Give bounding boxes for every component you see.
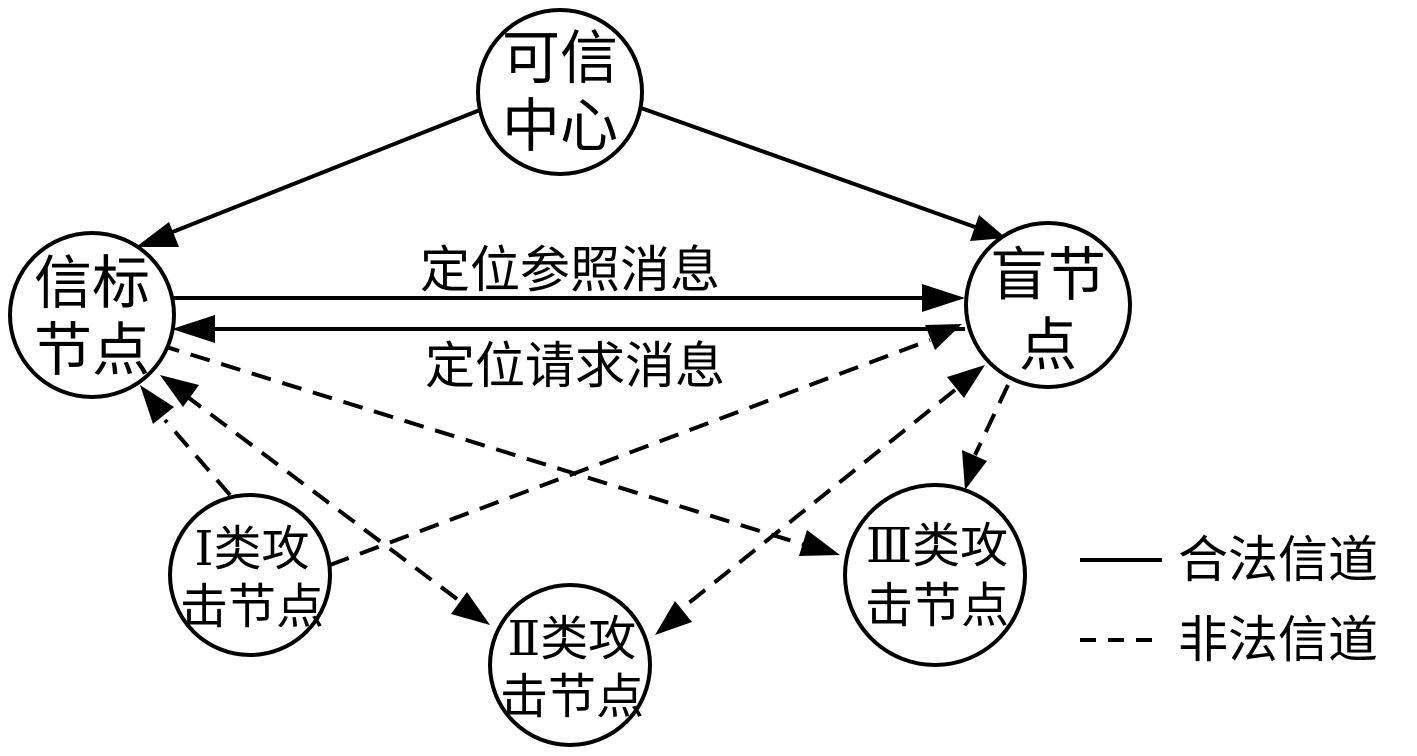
arrowhead-beacon-to-attacker3 (799, 530, 840, 556)
arrowhead-beacon-to-attacker2 (451, 592, 490, 625)
blind-label-line2: 点 (1019, 311, 1077, 379)
node-attacker-1: Ⅰ类攻 击节点 (168, 493, 332, 657)
beacon-label-line2: 节点 (34, 316, 150, 384)
attacker3-label-line2: 击节点 (865, 578, 1009, 634)
edge-blind-attacker2 (678, 388, 957, 612)
node-trust-center: 可信 中心 (476, 8, 644, 176)
attacker1-label-line1: Ⅰ类攻 (195, 521, 310, 577)
arrowhead-request (172, 315, 215, 343)
edge-attacker1-to-blind (329, 338, 931, 567)
arrowhead-attacker1-to-beacon (140, 385, 174, 424)
arrowhead-blind-to-attacker3 (962, 450, 987, 490)
legend-item-legal: 合法信道 (1080, 531, 1378, 589)
legal-edges (136, 106, 1006, 343)
attacker2-label-line2: 击节点 (500, 669, 644, 725)
node-blind: 盲节 点 (964, 221, 1132, 389)
legend-illegal-label: 非法信道 (1178, 611, 1378, 669)
legend-legal-label: 合法信道 (1178, 531, 1378, 589)
legend-item-illegal: 非法信道 (1080, 611, 1378, 669)
blind-label-line1: 盲节 (990, 241, 1106, 309)
arrowhead-trust-to-beacon (136, 222, 179, 247)
arrowhead-blind-to-attacker2 (655, 601, 692, 635)
edge-attacker1-to-beacon (163, 418, 232, 497)
node-attacker-2: Ⅱ类攻 击节点 (488, 583, 652, 747)
arrowhead-attacker2-to-blind (947, 365, 985, 398)
trust-center-label-line1: 可信 (502, 24, 618, 92)
arrowhead-reference (922, 284, 965, 312)
edge-beacon-to-attacker3 (159, 343, 806, 547)
edge-trust-to-beacon (164, 108, 481, 237)
illegal-edges (140, 324, 1010, 635)
request-message-label: 定位请求消息 (425, 337, 725, 395)
node-beacon: 信标 节点 (8, 231, 176, 399)
node-attacker-3: Ⅲ类攻 击节点 (843, 483, 1027, 667)
arrowhead-attacker1-to-blind (925, 324, 962, 350)
arrowhead-trust-to-blind (970, 215, 1006, 241)
edge-beacon-attacker2 (183, 393, 467, 607)
edge-blind-to-attacker3 (973, 384, 1010, 456)
attacker2-label-line1: Ⅱ类攻 (508, 611, 637, 667)
attacker1-label-line2: 击节点 (180, 579, 324, 635)
arrowhead-attacker2-to-beacon (160, 375, 199, 407)
trust-center-label-line2: 中心 (502, 92, 618, 160)
attacker3-label-line1: Ⅲ类攻 (866, 518, 1008, 574)
legend: 合法信道 非法信道 (1080, 531, 1378, 669)
reference-message-label: 定位参照消息 (420, 241, 720, 299)
edge-trust-to-blind (640, 106, 976, 229)
beacon-label-line1: 信标 (34, 249, 150, 317)
